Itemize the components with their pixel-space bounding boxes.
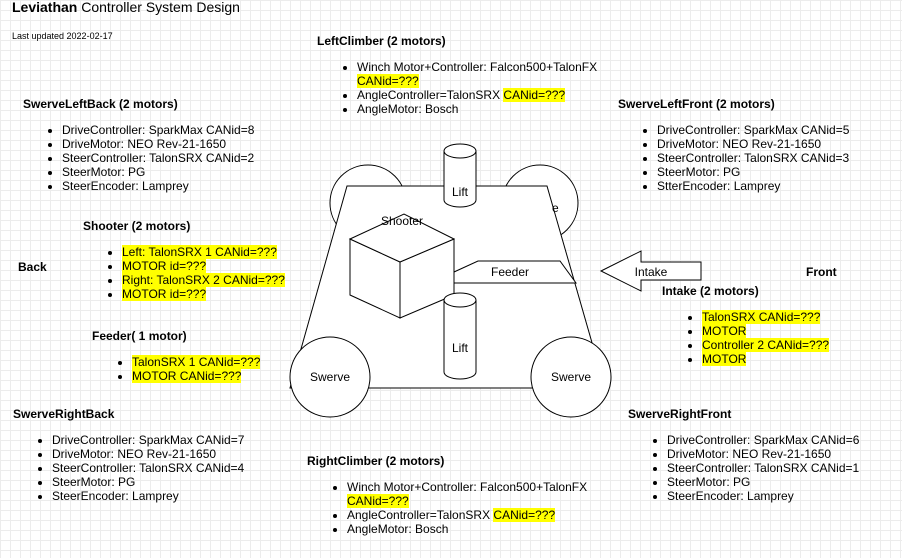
lift-top: Lift [443,143,477,208]
list-item: MOTOR id=??? [122,287,285,301]
list-item: TalonSRX CANid=??? [702,310,829,324]
list-item: SteerController: TalonSRX CANid=2 [62,151,254,165]
list-item: SteerMotor: PG [52,475,244,489]
list-item: DriveMotor: NEO Rev-21-1650 [667,447,859,461]
intake-heading: Intake (2 motors) [662,284,759,298]
front-label: Front [806,265,837,279]
lift-bottom: Lift [443,292,477,380]
list-item: StterEncoder: Lamprey [657,179,849,193]
lift-bottom-label: Lift [452,341,469,355]
list-item: SteerMotor: PG [657,165,849,179]
list-item: MOTOR CANid=??? [132,369,260,383]
list-item: SteerMotor: PG [667,475,859,489]
list-item: DriveMotor: NEO Rev-21-1650 [657,137,849,151]
list-item: DriveController: SparkMax CANid=8 [62,123,254,137]
list-item: DriveMotor: NEO Rev-21-1650 [52,447,244,461]
list-item: Winch Motor+Controller: Falcon500+TalonF… [357,60,597,88]
intake-arrow: Intake [599,250,702,292]
list-item: Left: TalonSRX 1 CANid=??? [122,245,285,259]
swerve-left-label: Swerve [310,370,350,384]
feeder-box: Feeder [453,260,577,284]
swerve-right-back-list: DriveController: SparkMax CANid=7 DriveM… [32,433,244,503]
left-climber-list: Winch Motor+Controller: Falcon500+TalonF… [337,60,597,116]
swerve-right-label: Swerve [551,370,591,384]
shooter-list: Left: TalonSRX 1 CANid=??? MOTOR id=??? … [102,245,285,301]
swerve-left-front-list: DriveController: SparkMax CANid=5 DriveM… [637,123,849,193]
list-item: DriveMotor: NEO Rev-21-1650 [62,137,254,151]
list-item: SteerController: TalonSRX CANid=3 [657,151,849,165]
left-climber-heading: LeftClimber (2 motors) [317,34,446,48]
list-item: DriveController: SparkMax CANid=5 [657,123,849,137]
swerve-right-back-heading: SwerveRightBack [13,407,115,421]
page-title: Leviathan Controller System Design [12,0,240,15]
shooter-cube-label: Shooter [381,214,423,228]
right-climber-list: Winch Motor+Controller: Falcon500+TalonF… [327,480,587,536]
swerve-bottom-left-wheel [289,336,371,418]
swerve-right-front-heading: SwerveRightFront [628,407,732,421]
swerve-left-back-list: DriveController: SparkMax CANid=8 DriveM… [42,123,254,193]
shooter-cube: Shooter [348,213,456,319]
list-item: Winch Motor+Controller: Falcon500+TalonF… [347,480,587,508]
shooter-heading: Shooter (2 motors) [83,219,191,233]
partial-e-label: e [552,201,559,215]
list-item: AngleController=TalonSRX CANid=??? [357,88,597,102]
right-climber-heading: RightClimber (2 motors) [307,454,445,468]
list-item: MOTOR id=??? [122,259,285,273]
list-item: SteerEncoder: Lamprey [667,489,859,503]
intake-list: TalonSRX CANid=??? MOTOR Controller 2 CA… [682,310,830,366]
list-item: SteerEncoder: Lamprey [52,489,244,503]
swerve-bottom-right-wheel [530,336,612,418]
list-item: SteerMotor: PG [62,165,254,179]
back-label: Back [18,260,47,274]
swerve-left-back-heading: SwerveLeftBack (2 motors) [23,97,178,111]
list-item: AngleMotor: Bosch [347,522,587,536]
intake-arrow-label: Intake [635,265,668,279]
list-item: AngleMotor: Bosch [357,102,597,116]
list-item: SteerEncoder: Lamprey [62,179,254,193]
list-item: MOTOR [702,324,829,338]
last-updated: Last updated 2022-02-17 [12,31,113,41]
swerve-left-front-heading: SwerveLeftFront (2 motors) [618,97,775,111]
feeder-box-label: Feeder [491,265,529,279]
title-bold: Leviathan [12,0,78,15]
list-item: MOTOR [702,352,829,366]
list-item: AngleController=TalonSRX CANid=??? [347,508,587,522]
feeder-list: TalonSRX 1 CANid=??? MOTOR CANid=??? [112,355,261,383]
list-item: TalonSRX 1 CANid=??? [132,355,261,369]
list-item: SteerController: TalonSRX CANid=1 [667,461,859,475]
list-item: Right: TalonSRX 2 CANid=??? [122,273,285,287]
list-item: Controller 2 CANid=??? [702,338,830,352]
swerve-right-front-list: DriveController: SparkMax CANid=6 DriveM… [647,433,859,503]
title-rest: Controller System Design [77,0,240,15]
lift-top-label: Lift [452,185,469,199]
list-item: SteerController: TalonSRX CANid=4 [52,461,244,475]
list-item: DriveController: SparkMax CANid=7 [52,433,244,447]
feeder-heading: Feeder( 1 motor) [92,329,187,343]
list-item: DriveController: SparkMax CANid=6 [667,433,859,447]
